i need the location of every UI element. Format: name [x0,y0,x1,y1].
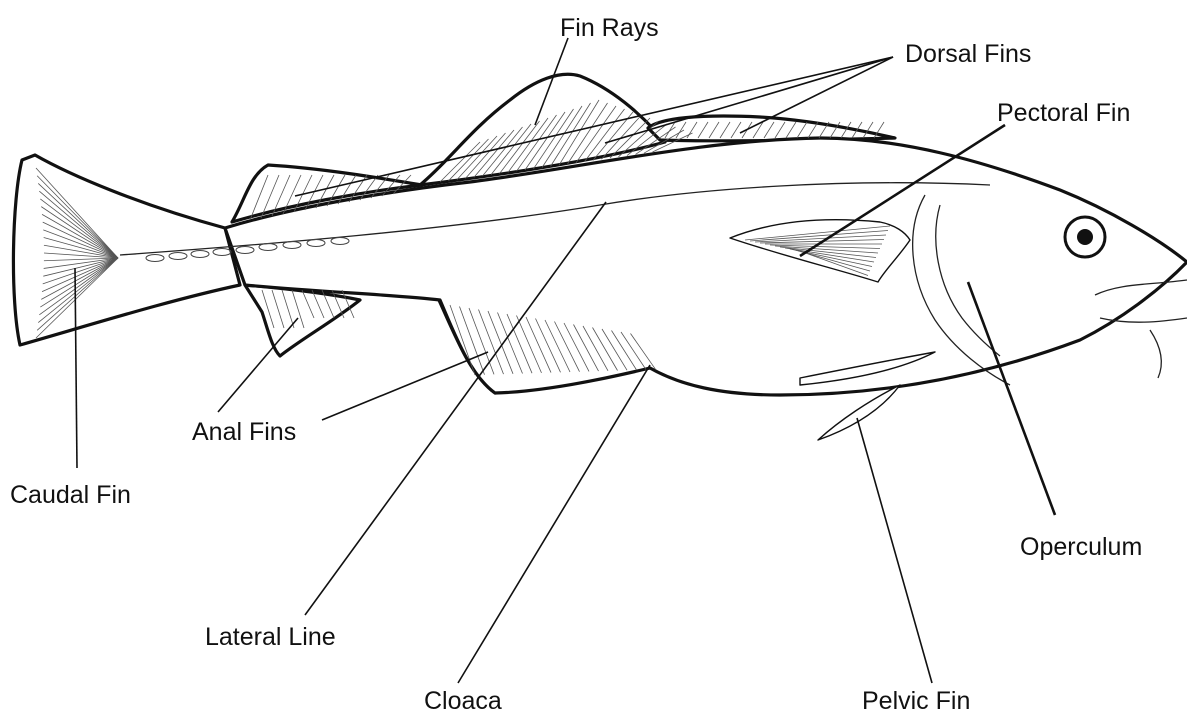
leader-pelvic-fin [857,418,932,683]
leader-anal-fins [218,318,298,412]
label-pectoral-fin: Pectoral Fin [997,101,1130,126]
eye-pupil [1077,229,1093,245]
leader-anal-fins-2 [322,352,488,420]
label-anal-fins: Anal Fins [192,420,296,445]
caudal-fin [13,155,240,345]
label-caudal-fin: Caudal Fin [10,483,131,508]
anal-fin-rear [245,285,360,356]
label-fin-rays: Fin Rays [560,16,659,41]
label-cloaca: Cloaca [424,689,502,714]
label-pelvic-fin: Pelvic Fin [862,689,970,714]
label-operculum: Operculum [1020,535,1142,560]
barbel [1150,330,1161,378]
leader-cloaca [458,365,650,683]
label-lateral-line: Lateral Line [205,625,336,650]
label-dorsal-fins: Dorsal Fins [905,42,1031,67]
